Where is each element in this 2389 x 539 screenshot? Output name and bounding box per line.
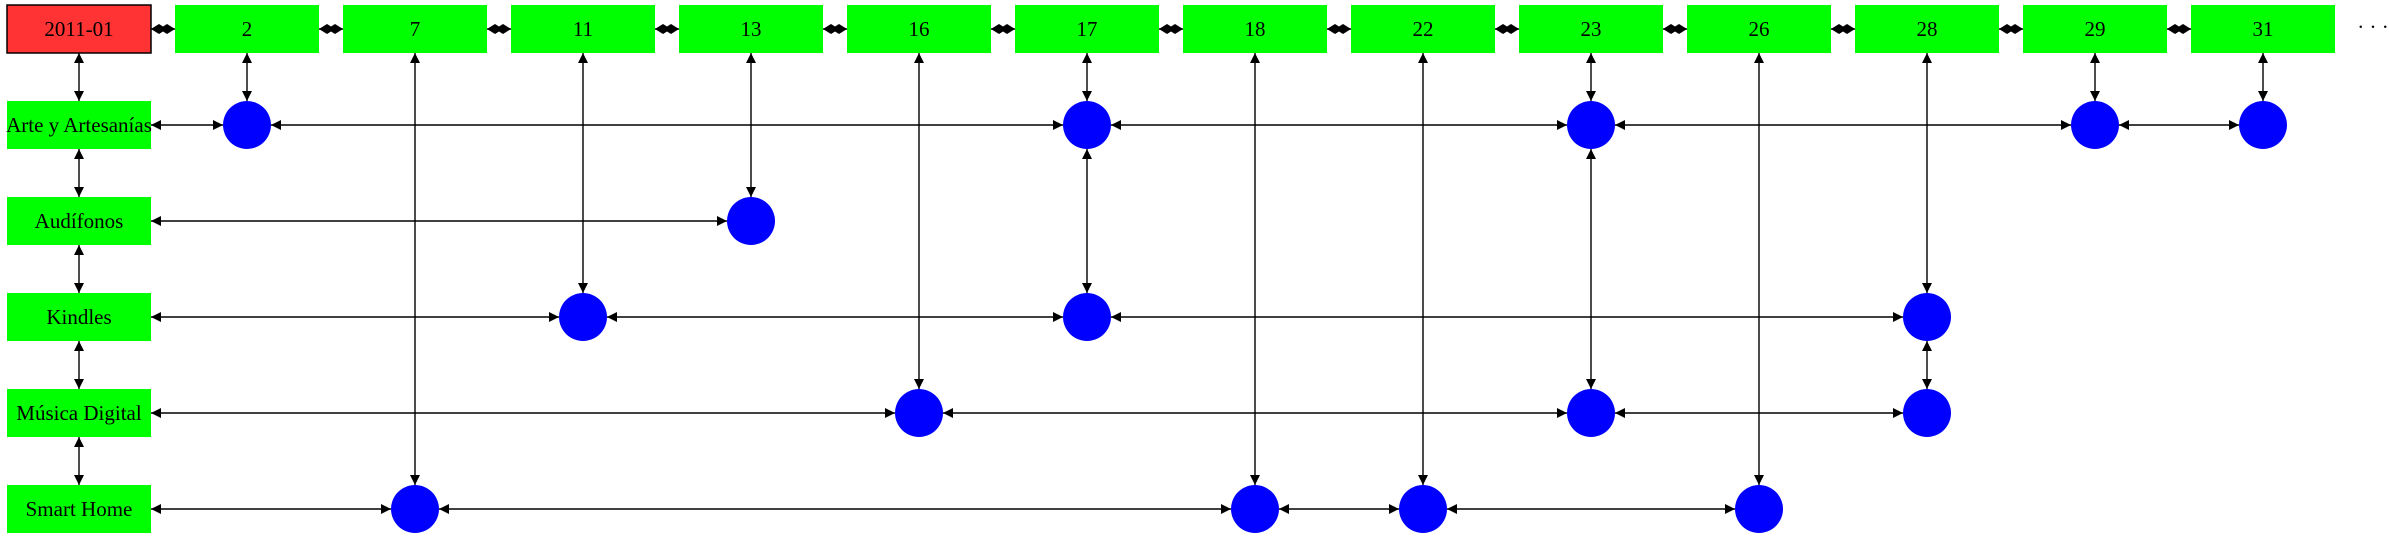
event-circle-audifonos-13 xyxy=(727,197,775,245)
category-node-arte-y-artesanias xyxy=(7,101,151,149)
day-node-22-label: 22 xyxy=(1413,17,1434,41)
event-circle-arte-y-artesanias-31 xyxy=(2239,101,2287,149)
day-node-11 xyxy=(511,5,655,53)
continuation-ellipsis: · · · xyxy=(2357,15,2388,39)
event-circle-arte-y-artesanias-17 xyxy=(1063,101,1111,149)
root-month-node xyxy=(6,4,152,54)
edges-layer xyxy=(74,24,2268,514)
category-node-smart-home xyxy=(7,485,151,533)
day-node-16-label: 16 xyxy=(909,17,930,41)
event-circle-kindles-28 xyxy=(1903,293,1951,341)
root-month-node-label: 2011-01 xyxy=(44,17,113,41)
day-node-2 xyxy=(175,5,319,53)
event-circle-smart-home-7 xyxy=(391,485,439,533)
category-node-kindles xyxy=(7,293,151,341)
day-node-13 xyxy=(679,5,823,53)
category-node-musica-digital-label: Música Digital xyxy=(16,401,142,425)
day-node-23-label: 23 xyxy=(1581,17,1602,41)
day-node-7 xyxy=(343,5,487,53)
day-node-11-label: 11 xyxy=(573,17,593,41)
event-circle-musica-digital-23 xyxy=(1567,389,1615,437)
day-node-23 xyxy=(1519,5,1663,53)
category-node-musica-digital xyxy=(7,389,151,437)
category-node-arte-y-artesanias-label: Arte y Artesanías xyxy=(6,113,152,137)
day-node-31 xyxy=(2191,5,2335,53)
day-node-16 xyxy=(847,5,991,53)
category-node-audifonos-label: Audífonos xyxy=(35,209,124,233)
event-circle-arte-y-artesanias-2 xyxy=(223,101,271,149)
event-circle-smart-home-18 xyxy=(1231,485,1279,533)
day-node-31-label: 31 xyxy=(2253,17,2274,41)
day-node-26 xyxy=(1687,5,1831,53)
day-node-22 xyxy=(1351,5,1495,53)
day-node-17 xyxy=(1015,5,1159,53)
event-circle-smart-home-26 xyxy=(1735,485,1783,533)
day-node-17-label: 17 xyxy=(1077,17,1098,41)
day-node-13-label: 13 xyxy=(741,17,762,41)
event-circle-musica-digital-28 xyxy=(1903,389,1951,437)
event-circle-kindles-17 xyxy=(1063,293,1111,341)
day-node-26-label: 26 xyxy=(1749,17,1770,41)
day-node-2-label: 2 xyxy=(242,17,253,41)
category-node-kindles-label: Kindles xyxy=(46,305,111,329)
day-node-28-label: 28 xyxy=(1917,17,1938,41)
day-node-7-label: 7 xyxy=(410,17,421,41)
day-node-29 xyxy=(2023,5,2167,53)
day-node-29-label: 29 xyxy=(2085,17,2106,41)
day-node-18 xyxy=(1183,5,1327,53)
event-circle-kindles-11 xyxy=(559,293,607,341)
category-node-audifonos xyxy=(7,197,151,245)
event-circle-arte-y-artesanias-23 xyxy=(1567,101,1615,149)
event-circle-musica-digital-16 xyxy=(895,389,943,437)
category-node-smart-home-label: Smart Home xyxy=(26,497,133,521)
event-circle-arte-y-artesanias-29 xyxy=(2071,101,2119,149)
event-circle-smart-home-22 xyxy=(1399,485,1447,533)
day-node-18-label: 18 xyxy=(1245,17,1266,41)
day-node-28 xyxy=(1855,5,1999,53)
